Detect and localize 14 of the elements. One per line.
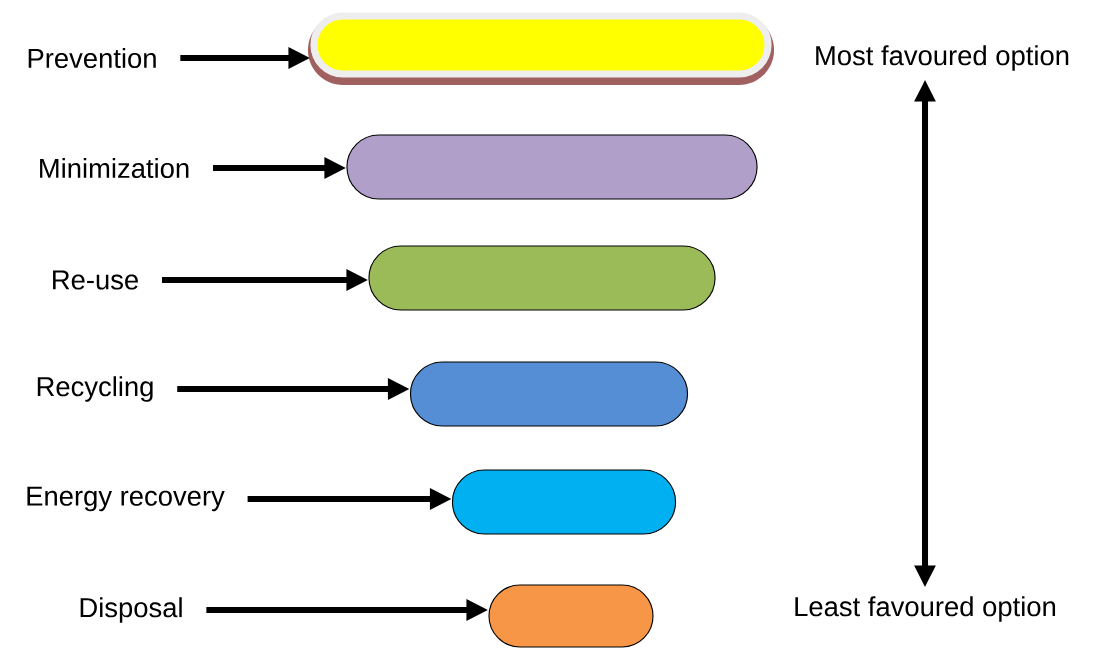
option-label: Disposal [80, 597, 182, 623]
capsule-shape [409, 361, 689, 427]
capsule-shape [368, 245, 716, 311]
option-label: Minimization [40, 157, 189, 179]
capsule-shape [307, 12, 775, 85]
capsule-shape [488, 584, 654, 648]
option-label: Most favoured option [816, 45, 1069, 71]
option-label: Energy recovery [27, 486, 225, 512]
option-label: Recycling [37, 376, 153, 402]
capsule-shape [346, 134, 758, 200]
option-label: Re-use [53, 270, 138, 290]
option-label: Prevention [28, 47, 156, 69]
option-label: Least favoured option [795, 596, 1056, 622]
capsule-shape [451, 469, 677, 535]
